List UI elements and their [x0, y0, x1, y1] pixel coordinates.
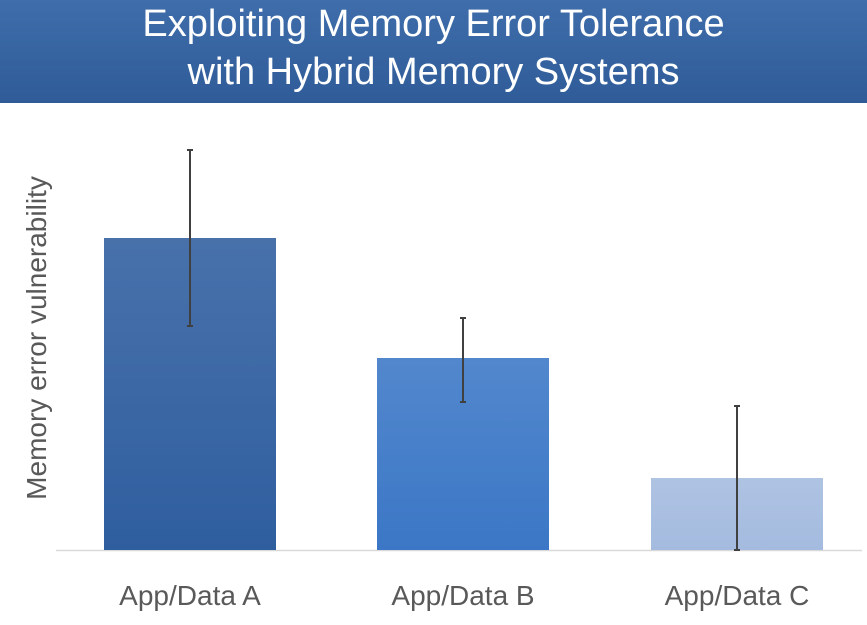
title-banner: Exploiting Memory Error Tolerance with H… [0, 0, 867, 103]
chart-title-line-1: Exploiting Memory Error Tolerance [142, 3, 725, 45]
chart-title-line-2: with Hybrid Memory Systems [187, 51, 680, 93]
x-tick-label: App/Data A [119, 580, 261, 611]
x-tick-label: App/Data C [664, 580, 810, 611]
x-tick-label: App/Data B [391, 580, 535, 611]
